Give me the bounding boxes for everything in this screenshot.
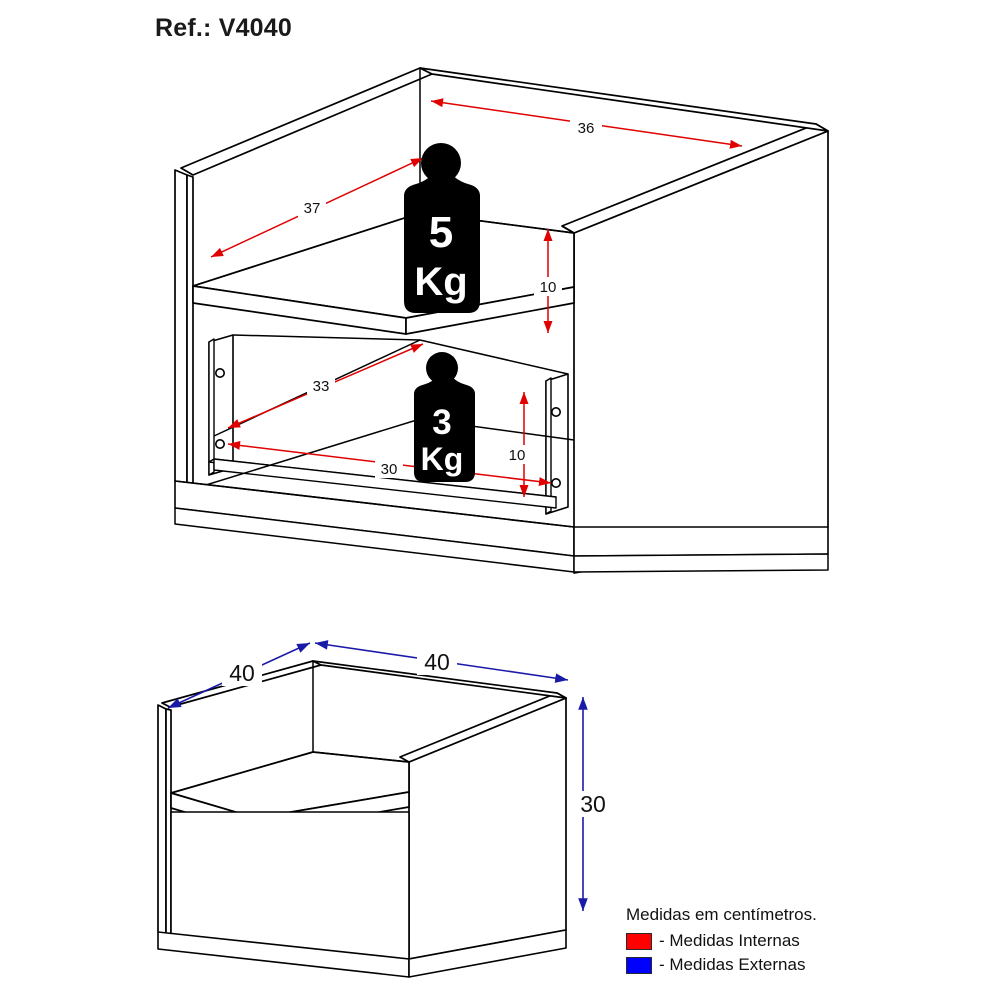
weight-body-icon [414, 369, 475, 482]
ext-bottom-right [408, 929, 567, 978]
weight-value-3: 3 [432, 403, 451, 442]
right-side-panel [573, 130, 829, 574]
bottom-panel-foot-right [573, 553, 829, 573]
screw-hole-icon [550, 477, 561, 488]
weight-knob-icon [421, 143, 461, 183]
dim-label-drawer-depth: 33 [313, 378, 330, 395]
dim-label-ext-width: 40 [424, 649, 450, 675]
screw-hole-icon [550, 406, 561, 417]
bottom-panel-right [573, 526, 829, 557]
dim-label-drawer-width: 30 [381, 461, 398, 478]
interior-right-wall-line [561, 225, 575, 234]
weight-body-icon [404, 164, 480, 313]
upper-shelf-right-edge [405, 286, 575, 335]
left-side-panel-front-edge [174, 169, 188, 487]
dim-label-drawer-height: 10 [509, 447, 526, 464]
dim-label-upper-width: 36 [578, 120, 595, 137]
page-title: Ref.: V4040 [155, 14, 292, 42]
weight-unit-kg-5: Kg [414, 260, 467, 304]
internal-dimension-labels: 36 37 10 33 30 10 [298, 118, 602, 478]
legend-note: Medidas em centímetros. [626, 905, 817, 924]
drawer-slide-right [545, 373, 569, 515]
legend: Medidas em centímetros. - Medidas Intern… [626, 905, 986, 975]
dim-label-upper-height: 10 [540, 279, 557, 296]
weight-tag-3kg: 3 Kg [414, 352, 475, 482]
ext-left-side-front-edge [157, 704, 167, 937]
back-panel-top-edge [180, 67, 433, 176]
ext-shelf-back-diag [170, 751, 314, 794]
weight-unit-kg-3: Kg [421, 441, 464, 477]
weight-tag-5kg: 5 Kg [404, 143, 480, 313]
legend-item-internal: - Medidas Internas [626, 931, 986, 951]
legend-swatch-external [626, 956, 652, 974]
drawer-slide-left [208, 334, 234, 476]
legend-item-external: - Medidas Externas [626, 955, 986, 975]
legend-label-internal: - Medidas Internas [659, 931, 800, 950]
external-dimension-labels: 40 40 30 [222, 649, 614, 817]
bottom-panel-top-line [174, 480, 575, 528]
dim-label-ext-height: 30 [580, 791, 606, 817]
weight-value-5: 5 [429, 208, 453, 257]
legend-label-external: - Medidas Externas [659, 955, 806, 974]
drawer-top-rail-right [419, 339, 569, 375]
screw-hole-icon [215, 367, 226, 378]
ext-shelf-back-right [312, 751, 410, 763]
lower-cabinet-drawing [157, 660, 567, 978]
left-side-panel [186, 174, 194, 490]
dim-label-ext-depth: 40 [229, 660, 255, 686]
screw-hole-icon [215, 438, 226, 449]
ext-right-side-panel [408, 697, 567, 960]
legend-swatch-internal [626, 932, 652, 950]
dim-label-upper-depth: 37 [304, 200, 321, 217]
back-panel-top-face [419, 67, 829, 132]
drawer-top-rail-left [232, 334, 421, 341]
